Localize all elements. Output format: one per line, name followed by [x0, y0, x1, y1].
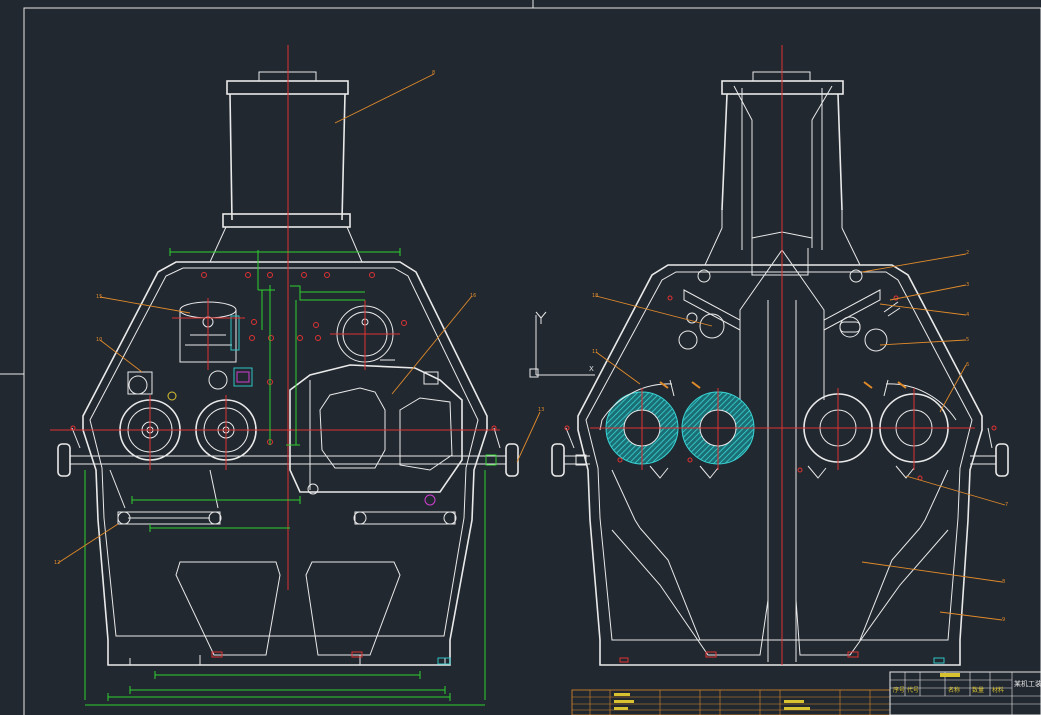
callout-right-9: 8	[1002, 579, 1005, 585]
right-accents	[659, 379, 907, 397]
left-center-lines	[50, 45, 500, 590]
left-hopper	[209, 71, 363, 263]
callout-left-1: 8	[432, 70, 435, 76]
callout-right-10: 9	[1002, 617, 1005, 623]
callout-right-5: 4	[966, 312, 969, 318]
title-company: 某机工装	[1014, 679, 1041, 688]
left-bolt-pattern	[201, 272, 407, 445]
left-linkage	[100, 455, 480, 525]
title-row-label-1: 序号	[893, 686, 905, 694]
callout-right-1: 18	[592, 293, 598, 299]
title-row-label-5: 材料	[992, 686, 1004, 694]
title-row-label-4: 数量	[972, 686, 984, 694]
callout-left-4: 16	[470, 293, 476, 299]
right-rollers	[599, 383, 957, 465]
callout-right-7: 6	[966, 362, 969, 368]
parts-list-table	[571, 689, 891, 715]
left-callout-labels: 8 15 10 16 12 13	[54, 70, 544, 566]
right-nozzles	[611, 457, 949, 529]
callout-left-3: 10	[96, 337, 102, 343]
right-handwheels	[551, 425, 1009, 477]
left-gear-pair	[119, 367, 257, 461]
right-hopper	[704, 71, 861, 276]
left-motor-drum	[179, 301, 240, 363]
ucs-x-label: X	[589, 365, 594, 373]
right-feed-rolls	[667, 269, 901, 352]
right-splitter	[683, 249, 881, 662]
right-chutes	[611, 527, 949, 664]
right-callout-labels: 18 11 2 3 4 5 6 7 8 9	[592, 250, 1008, 623]
ucs-icon: X Y	[529, 311, 595, 378]
callout-right-6: 5	[966, 337, 969, 343]
title-row-label-2: 代号	[907, 686, 919, 694]
callout-right-4: 3	[966, 282, 969, 288]
callout-right-3: 2	[966, 250, 969, 256]
left-dimensions	[84, 248, 486, 706]
callout-right-8: 7	[1005, 502, 1008, 508]
left-bottom-legs	[175, 561, 451, 665]
title-row-label-3: 名称	[948, 686, 960, 694]
callout-right-2: 11	[592, 349, 598, 355]
right-leaders	[595, 253, 1006, 621]
callout-left-5: 12	[54, 560, 60, 566]
left-gearbox	[289, 364, 463, 506]
right-body-outline	[577, 264, 983, 666]
right-center-lines	[590, 45, 975, 665]
left-handwheels	[57, 425, 519, 477]
left-view: 8 15 10 16 12 13	[50, 45, 544, 706]
right-view: 18 11 2 3 4 5 6 7 8 9	[551, 45, 1009, 666]
callout-left-6: 13	[538, 407, 544, 413]
title-block: 序号 代号 名称 数量 材料 某机工装	[889, 671, 1041, 715]
left-leaders	[57, 73, 541, 564]
callout-left-2: 15	[96, 294, 102, 300]
